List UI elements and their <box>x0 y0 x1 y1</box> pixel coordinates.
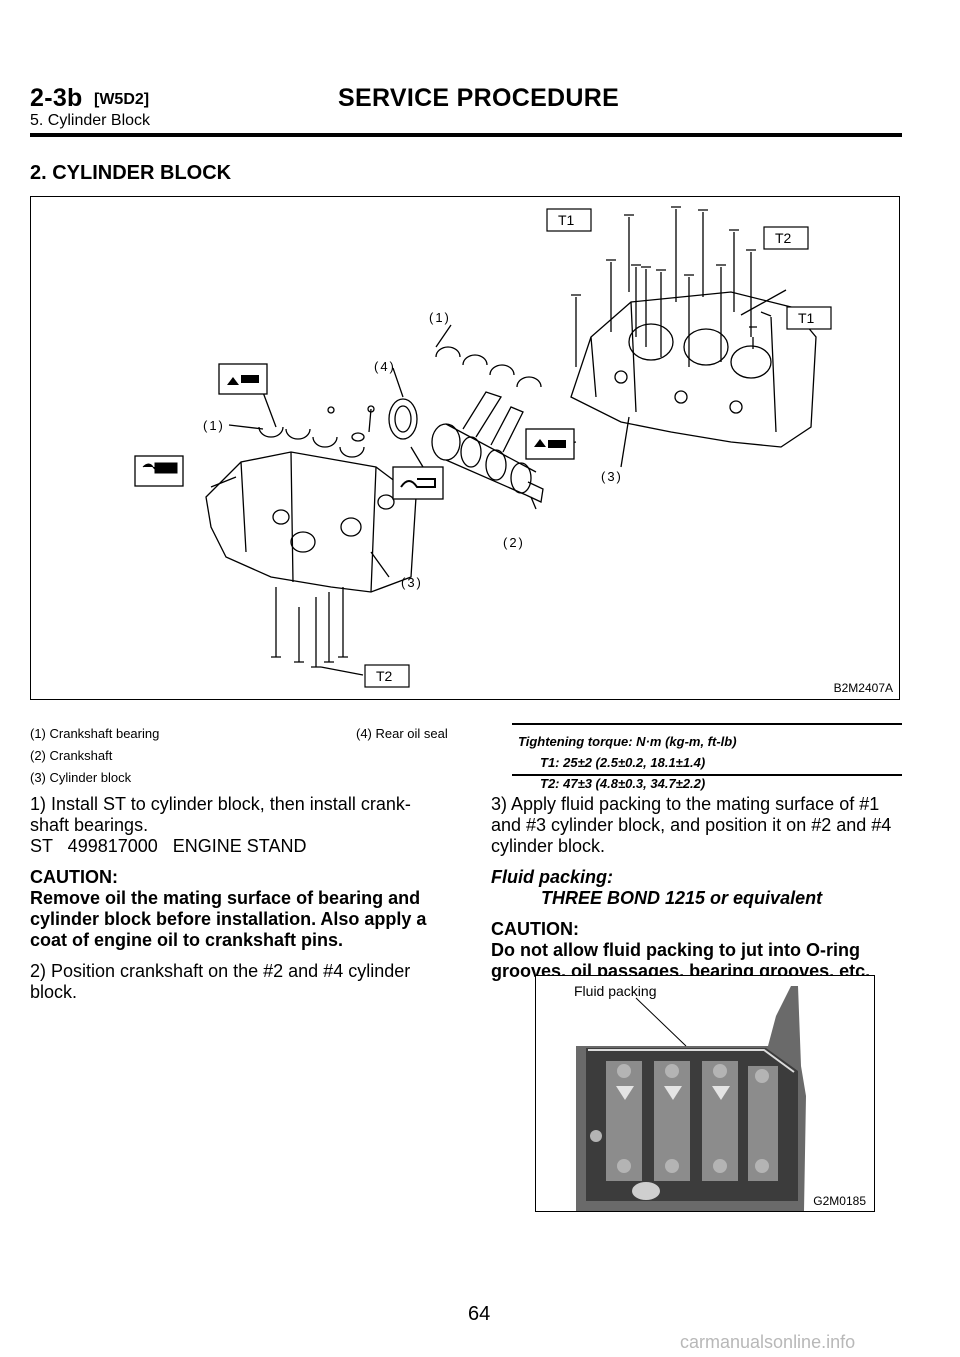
step-3-line: 3) Apply fluid packing to the mating sur… <box>491 794 880 814</box>
legend-item: (4) Rear oil seal <box>356 726 448 741</box>
rear-oil-seal <box>388 398 418 440</box>
step-2-line: block. <box>30 982 78 1002</box>
oil-can-icon <box>218 363 268 395</box>
grease-icon <box>525 428 575 460</box>
step-3-line: cylinder block. <box>491 836 606 856</box>
step-1-line: 1) Install ST to cylinder block, then in… <box>30 794 411 814</box>
block-photo-drawing: Fluid packing <box>536 976 874 1211</box>
callout-3-left: (3) <box>401 575 423 590</box>
label-t1-right: T1 <box>798 310 815 326</box>
callout-1-left: (1) <box>203 418 225 433</box>
fluid-packing-value: THREE BOND 1215 or equivalent <box>541 888 823 908</box>
left-column: 1) Install ST to cylinder block, then in… <box>30 794 470 1003</box>
cylinder-bore <box>730 345 772 379</box>
cylinder-bore <box>683 328 729 366</box>
leader-line <box>635 997 687 1047</box>
section-code: 2-3b <box>30 84 83 112</box>
page-subtitle: 5. Cylinder Block <box>30 112 151 129</box>
caution-line: cylinder block before installation. Also… <box>30 909 427 929</box>
fluid-packing-photo: Fluid packing G2M0185 <box>535 975 875 1212</box>
t1-box-top <box>546 208 592 232</box>
cylinder-block-upper <box>570 291 817 448</box>
torque-box: Tightening torque: N·m (kg-m, ft-lb) T1:… <box>512 723 902 791</box>
callout-1-top: (1) <box>429 310 451 325</box>
legend-right: (4) Rear oil seal <box>356 723 448 745</box>
cylinder-bore <box>628 323 674 361</box>
crankshaft <box>431 391 544 503</box>
step-1-line: shaft bearings. <box>30 815 149 835</box>
label-t2-top: T2 <box>775 230 792 246</box>
crankshaft-bearing <box>258 426 284 438</box>
page-number: 64 <box>468 1303 491 1325</box>
section-title: 2. CYLINDER BLOCK <box>30 162 232 184</box>
torque-t1: T1: 25±2 (2.5±0.2, 18.1±1.4) <box>540 755 706 770</box>
bolts-lower <box>271 587 348 668</box>
model-tag: [W5D2] <box>94 91 150 108</box>
caution-label: CAUTION: <box>30 867 118 887</box>
caution-line: Remove oil the mating surface of bearing… <box>30 888 421 908</box>
packing-bead <box>588 1049 795 1073</box>
cylinder-block-lower <box>205 451 417 593</box>
torque-heading: Tightening torque: N·m (kg-m, ft-lb) <box>518 734 737 749</box>
label-t2-bottom: T2 <box>376 668 393 684</box>
caution-line: coat of engine oil to crankshaft pins. <box>30 930 344 950</box>
callout-4: (4) <box>374 359 396 374</box>
callout-3-right: (3) <box>601 469 623 484</box>
fluid-packing-label: Fluid packing: <box>491 867 614 887</box>
fluid-packing-icon <box>134 455 184 487</box>
watermark: carmanualsonline.info <box>680 1332 856 1352</box>
bolts-upper <box>571 206 757 367</box>
legend-item: (1) Crankshaft bearing <box>30 726 160 741</box>
header-rule <box>30 133 902 137</box>
step-3-line: and #3 cylinder block, and position it o… <box>491 815 892 835</box>
t2-box-bottom <box>364 664 410 688</box>
t1-box-right <box>786 306 832 330</box>
exploded-diagram-drawing: T1 T2 T1 T2 (1) (1) (4) (2) (3) (3) <box>134 206 832 688</box>
fluid-packing-photo-label: Fluid packing <box>574 983 657 999</box>
callout-2: (2) <box>503 535 525 550</box>
figure-code: G2M0185 <box>811 1194 868 1208</box>
caution-line: Do not allow fluid packing to jut into O… <box>491 940 860 960</box>
figure-code: B2M2407A <box>833 681 893 695</box>
step-2-line: 2) Position crankshaft on the #2 and #4 … <box>30 961 411 981</box>
page-title: SERVICE PROCEDURE <box>338 84 620 112</box>
sealant-icon <box>392 466 444 500</box>
legend-item: (3) Cylinder block <box>30 770 132 785</box>
legend-left: (1) Crankshaft bearing (2) Crankshaft (3… <box>30 723 159 789</box>
label-t1-top: T1 <box>558 212 575 228</box>
special-tool: ST 499817000 ENGINE STAND <box>30 836 307 856</box>
caution-label: CAUTION: <box>491 919 579 939</box>
legend-item: (2) Crankshaft <box>30 748 113 763</box>
exploded-diagram: T1 T2 T1 T2 (1) (1) (4) (2) (3) (3) B2M2… <box>30 196 900 700</box>
t2-box-top <box>763 226 809 250</box>
right-column: 3) Apply fluid packing to the mating sur… <box>491 794 911 982</box>
torque-t2: T2: 47±3 (4.8±0.3, 34.7±2.2) <box>540 776 706 791</box>
